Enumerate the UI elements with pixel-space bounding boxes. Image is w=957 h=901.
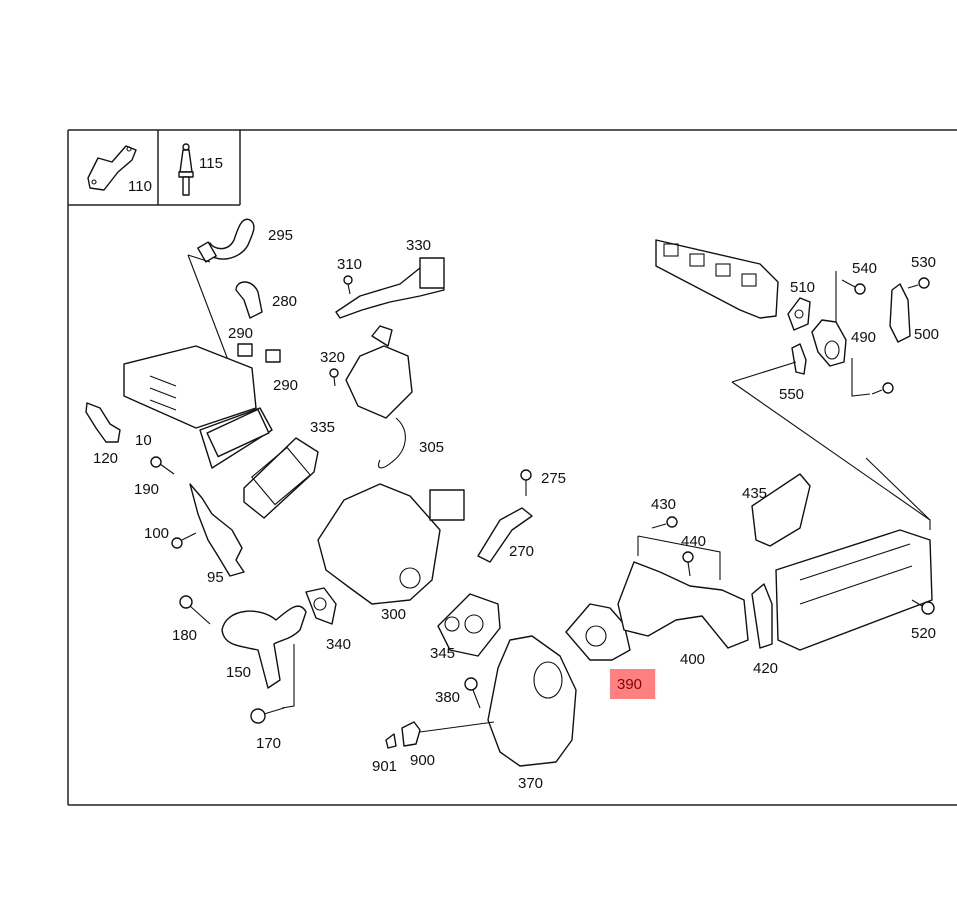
part-520-gasket[interactable] [787,297,811,331]
part-901-plug[interactable] [385,733,397,749]
part-390-gasket[interactable] [565,603,631,661]
label-10: 10 [135,432,152,449]
leader [851,358,871,397]
part-540-screw[interactable] [907,277,930,289]
part-530-bracket[interactable] [889,283,911,343]
label-380: 380 [435,689,460,706]
label-440: 430 [651,496,676,513]
label-530: 500 [914,326,939,343]
label-370: 370 [518,775,543,792]
label-310: 310 [337,256,362,273]
part-410-gasket[interactable] [751,583,773,649]
part-330-harness[interactable] [335,257,445,319]
label-410: 420 [753,660,778,677]
label-510: 540 [852,260,877,277]
part-345-gasket[interactable] [437,593,501,657]
label-300: 300 [381,606,406,623]
label-901: 901 [372,758,397,775]
label-420: 440 [681,533,706,550]
part-275-screw[interactable] [520,469,532,496]
part-380-screw[interactable] [464,677,481,709]
leader [731,361,797,383]
label-540: 530 [911,254,936,271]
label-900: 900 [410,752,435,769]
part-150-pipe[interactable] [221,605,307,689]
part-510-screw[interactable] [841,279,866,295]
part-290-clip[interactable] [237,343,281,363]
part-190-screw[interactable] [150,456,175,475]
label-345: 345 [430,645,455,662]
part-170-screw[interactable] [250,707,285,724]
part-280-elbow[interactable] [235,281,263,319]
label-490: 550 [779,386,804,403]
part-305-hose[interactable] [377,417,406,469]
label-435: 520 [911,625,936,642]
label-330: 330 [406,237,431,254]
diagram-frame [67,129,957,806]
label-430: 435 [742,485,767,502]
leader [865,457,931,530]
part-295-hose[interactable] [197,218,255,263]
part-320-screw[interactable] [329,368,339,387]
leader [281,644,295,709]
part-valve-cover[interactable] [345,325,413,419]
label-290-b: 290 [273,377,298,394]
leader [187,254,229,361]
label-400: 400 [680,651,705,668]
leader [731,381,931,521]
part-120-bracket[interactable] [85,402,121,443]
label-150: 150 [226,664,251,681]
highlight-390[interactable] [610,669,655,699]
label-275: 275 [541,470,566,487]
part-550-screw[interactable] [871,382,894,395]
label-280: 280 [272,293,297,310]
part-upper-manifold[interactable] [655,239,779,319]
part-180-screw[interactable] [179,595,211,625]
part-430-heat-shield[interactable] [751,473,811,547]
part-420-screw[interactable] [682,551,694,577]
label-100: 100 [144,525,169,542]
label-295: 295 [268,227,293,244]
part-10-egr-cooler[interactable] [123,345,273,469]
part-100-screw[interactable] [171,532,197,549]
label-110: 110 [128,178,152,195]
leader [187,254,211,263]
label-390: 390 [617,676,642,693]
part-exhaust-manifold[interactable] [775,529,933,651]
label-340: 340 [326,636,351,653]
part-115-stud[interactable] [178,143,194,196]
label-170: 170 [256,735,281,752]
label-270: 270 [509,543,534,560]
part-110-bracket[interactable] [87,145,137,191]
part-435-screw[interactable] [911,599,935,615]
part-270-bracket[interactable] [477,507,533,563]
label-320: 320 [320,349,345,366]
leader [637,535,721,580]
part-340-gasket[interactable] [305,587,337,625]
part-335-gasket[interactable] [243,437,319,519]
label-95: 95 [207,569,224,586]
part-440-screw[interactable] [651,516,678,529]
label-305: 305 [419,439,444,456]
part-300-egr-valve[interactable] [317,483,465,605]
part-900-sensor[interactable] [401,721,421,747]
part-95-bracket[interactable] [189,483,245,577]
label-520: 510 [790,279,815,296]
part-490-gasket[interactable] [791,343,807,375]
label-190: 190 [134,481,159,498]
part-500-flange[interactable] [811,319,847,367]
part-370-housing[interactable] [487,635,577,767]
label-500: 490 [851,329,876,346]
part-400-exhaust-pipe[interactable] [617,561,749,649]
label-120: 120 [93,450,118,467]
label-335: 335 [310,419,335,436]
label-115: 115 [199,155,223,172]
label-180: 180 [172,627,197,644]
part-310-screw[interactable] [343,275,353,295]
leader [419,721,495,733]
label-290-a: 290 [228,325,253,342]
